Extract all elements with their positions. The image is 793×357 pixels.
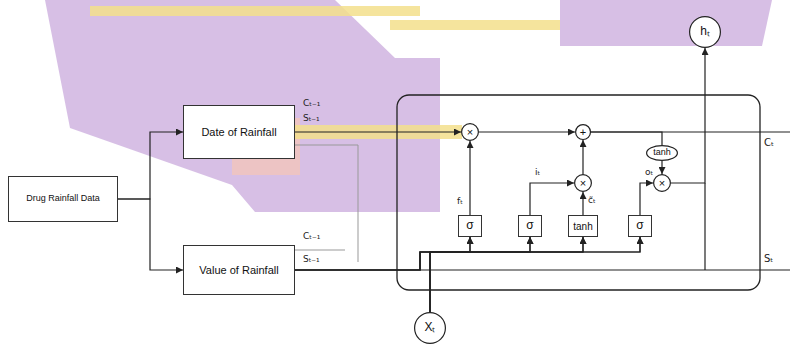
yellow-overlay — [390, 20, 560, 30]
sigmoid-gate: σ — [518, 215, 542, 237]
connector — [640, 183, 653, 215]
node-text: Xₜ — [424, 321, 435, 334]
input-circle: Xₜ — [414, 312, 446, 344]
connector — [118, 199, 183, 270]
output-circle: hₜ — [689, 16, 721, 48]
output-drop-wire — [704, 183, 705, 270]
variable-label: Sₜ — [764, 253, 773, 264]
connector — [118, 132, 183, 199]
connector — [295, 237, 640, 270]
variable-label: Sₜ₋₁ — [303, 255, 320, 265]
connector — [582, 140, 583, 174]
multiply-node: × — [653, 174, 671, 192]
sigmoid-gate: σ — [458, 215, 482, 237]
multiply-node: × — [574, 174, 592, 192]
circle-shape — [690, 17, 721, 48]
connector — [430, 237, 640, 312]
connector — [295, 237, 530, 270]
grey-bracket-wire — [295, 145, 358, 262]
grey-bracket-wire — [295, 250, 345, 251]
add-node: + — [575, 124, 591, 140]
connector — [671, 48, 705, 183]
connector — [469, 141, 470, 215]
node-text: × — [467, 126, 473, 138]
node-text: tanh — [653, 148, 671, 158]
connector — [295, 237, 470, 270]
process-box: Value of Rainfall — [183, 245, 295, 295]
circle-shape — [462, 124, 479, 141]
state-bus-wire — [420, 269, 790, 270]
connector — [430, 237, 470, 312]
node-text: tanh — [573, 221, 592, 232]
variable-label: fₜ — [457, 197, 463, 207]
connector — [479, 131, 575, 132]
node-text: σ — [466, 219, 473, 232]
circle-shape — [575, 175, 592, 192]
yellow-overlay — [90, 6, 420, 16]
variable-label: Cₜ₋₁ — [303, 99, 320, 109]
circle-shape — [415, 313, 446, 344]
yellow-overlay — [295, 125, 462, 139]
connector — [430, 237, 530, 312]
sigmoid-gate: σ — [628, 215, 652, 237]
variable-label: iₜ — [535, 168, 540, 178]
connector — [295, 237, 583, 270]
node-text: σ — [526, 219, 533, 232]
circle-shape — [654, 175, 671, 192]
process-box: Date of Rainfall — [183, 105, 295, 159]
variable-label: Sₜ₋₁ — [303, 114, 320, 124]
variable-label: Cₜ — [764, 137, 774, 148]
tanh-ellipse: tanh — [646, 145, 678, 161]
node-text: σ — [636, 219, 643, 232]
circle-shape — [576, 125, 591, 140]
connector — [530, 183, 574, 215]
tanh-gate: tanh — [568, 215, 598, 237]
multiply-node: × — [461, 123, 479, 141]
purple-overlay — [560, 0, 772, 46]
source-box: Drug Rainfall Data — [8, 176, 118, 222]
connector — [582, 192, 583, 215]
node-text: Date of Rainfall — [201, 126, 276, 138]
node-text: × — [580, 177, 586, 189]
node-text: + — [580, 126, 586, 138]
node-text: × — [659, 177, 665, 189]
variable-label: oₜ — [645, 168, 653, 178]
connector — [430, 237, 583, 312]
variable-label: c̃ₜ — [588, 196, 596, 206]
connector — [295, 131, 461, 132]
node-text: Drug Rainfall Data — [26, 194, 100, 204]
variable-label: Cₜ₋₁ — [303, 232, 320, 242]
node-text: Value of Rainfall — [199, 264, 278, 276]
node-text: hₜ — [700, 25, 710, 38]
connector — [591, 132, 662, 145]
connector — [661, 161, 662, 174]
ellipse-shape — [647, 146, 678, 161]
